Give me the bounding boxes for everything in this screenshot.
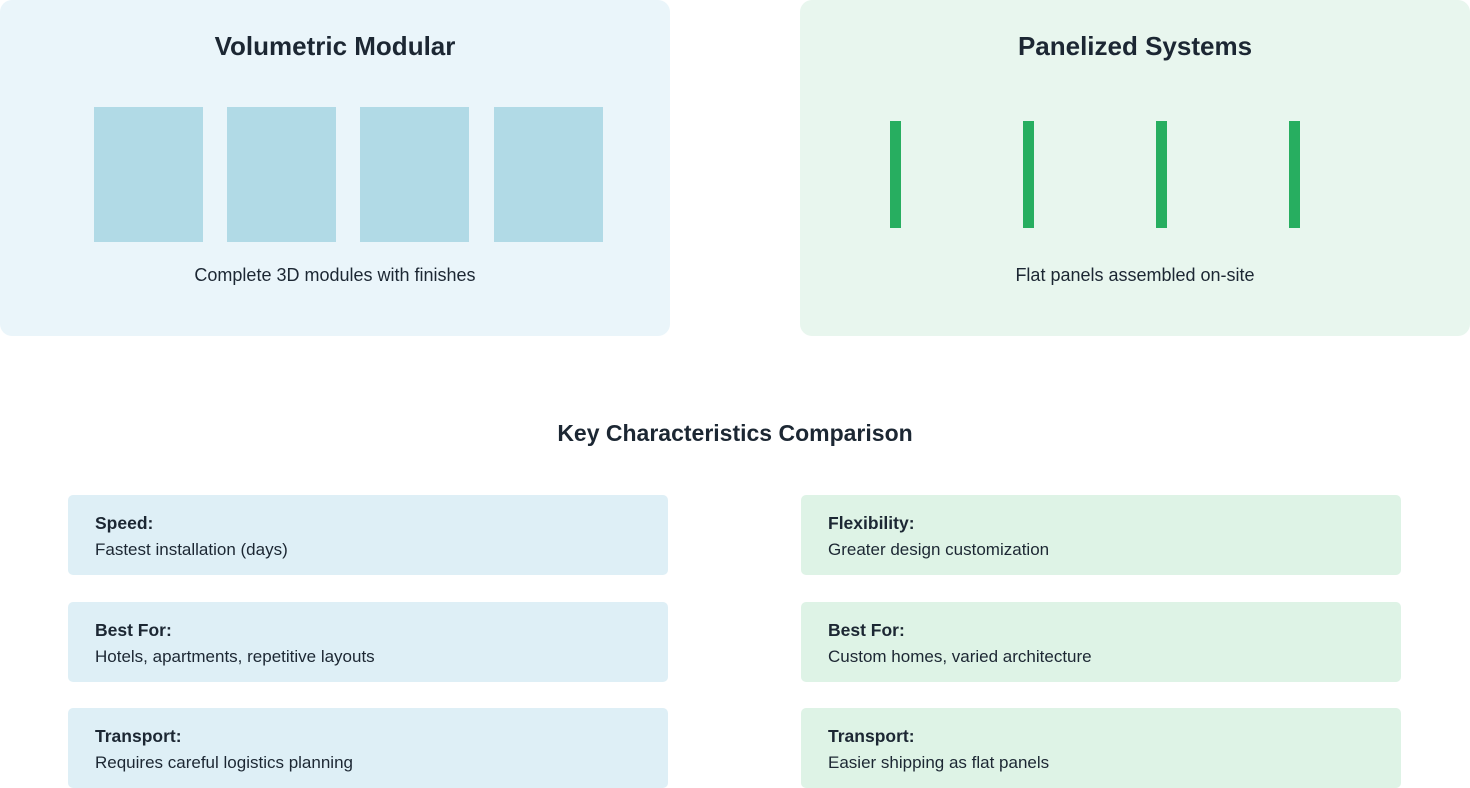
panelized-characteristic-card: Transport: Easier shipping as flat panel… [801, 708, 1401, 788]
panelized-systems-title: Panelized Systems [1017, 31, 1253, 61]
volumetric-modular-title: Volumetric Modular [214, 31, 456, 61]
characteristic-label: Speed: [95, 513, 154, 533]
characteristic-value: Easier shipping as flat panels [828, 753, 1050, 772]
volumetric-characteristic-card: Transport: Requires careful logistics pl… [68, 708, 668, 788]
characteristic-label: Transport: [828, 726, 915, 746]
panelized-characteristic-card: Best For: Custom homes, varied architect… [801, 602, 1401, 682]
characteristic-label: Transport: [95, 726, 182, 746]
characteristic-value: Requires careful logistics planning [95, 753, 353, 772]
characteristic-label: Best For: [95, 620, 172, 640]
module-block [494, 107, 603, 242]
flat-panel-bar [1289, 121, 1300, 228]
volumetric-characteristic-card: Best For: Hotels, apartments, repetitive… [68, 602, 668, 682]
characteristic-value: Greater design customization [828, 540, 1050, 559]
panelized-systems-caption: Flat panels assembled on-site [1015, 265, 1255, 285]
panelized-characteristic-card: Flexibility: Greater design customizatio… [801, 495, 1401, 575]
comparison-title: Key Characteristics Comparison [557, 420, 913, 446]
characteristic-value: Hotels, apartments, repetitive layouts [95, 647, 375, 666]
volumetric-modular-panel: Volumetric Modular Complete 3D modules w… [0, 0, 670, 336]
characteristic-label: Best For: [828, 620, 905, 640]
characteristic-value: Fastest installation (days) [95, 540, 288, 559]
characteristic-label: Flexibility: [828, 513, 915, 533]
characteristic-value: Custom homes, varied architecture [828, 647, 1092, 666]
volumetric-modular-caption: Complete 3D modules with finishes [194, 265, 476, 285]
module-block [94, 107, 203, 242]
flat-panel-bar [1023, 121, 1034, 228]
panelized-systems-panel: Panelized Systems Flat panels assembled … [800, 0, 1470, 336]
flat-panel-bar [1156, 121, 1167, 228]
module-block [227, 107, 336, 242]
volumetric-characteristic-card: Speed: Fastest installation (days) [68, 495, 668, 575]
flat-panel-bar [890, 121, 901, 228]
module-block [360, 107, 469, 242]
